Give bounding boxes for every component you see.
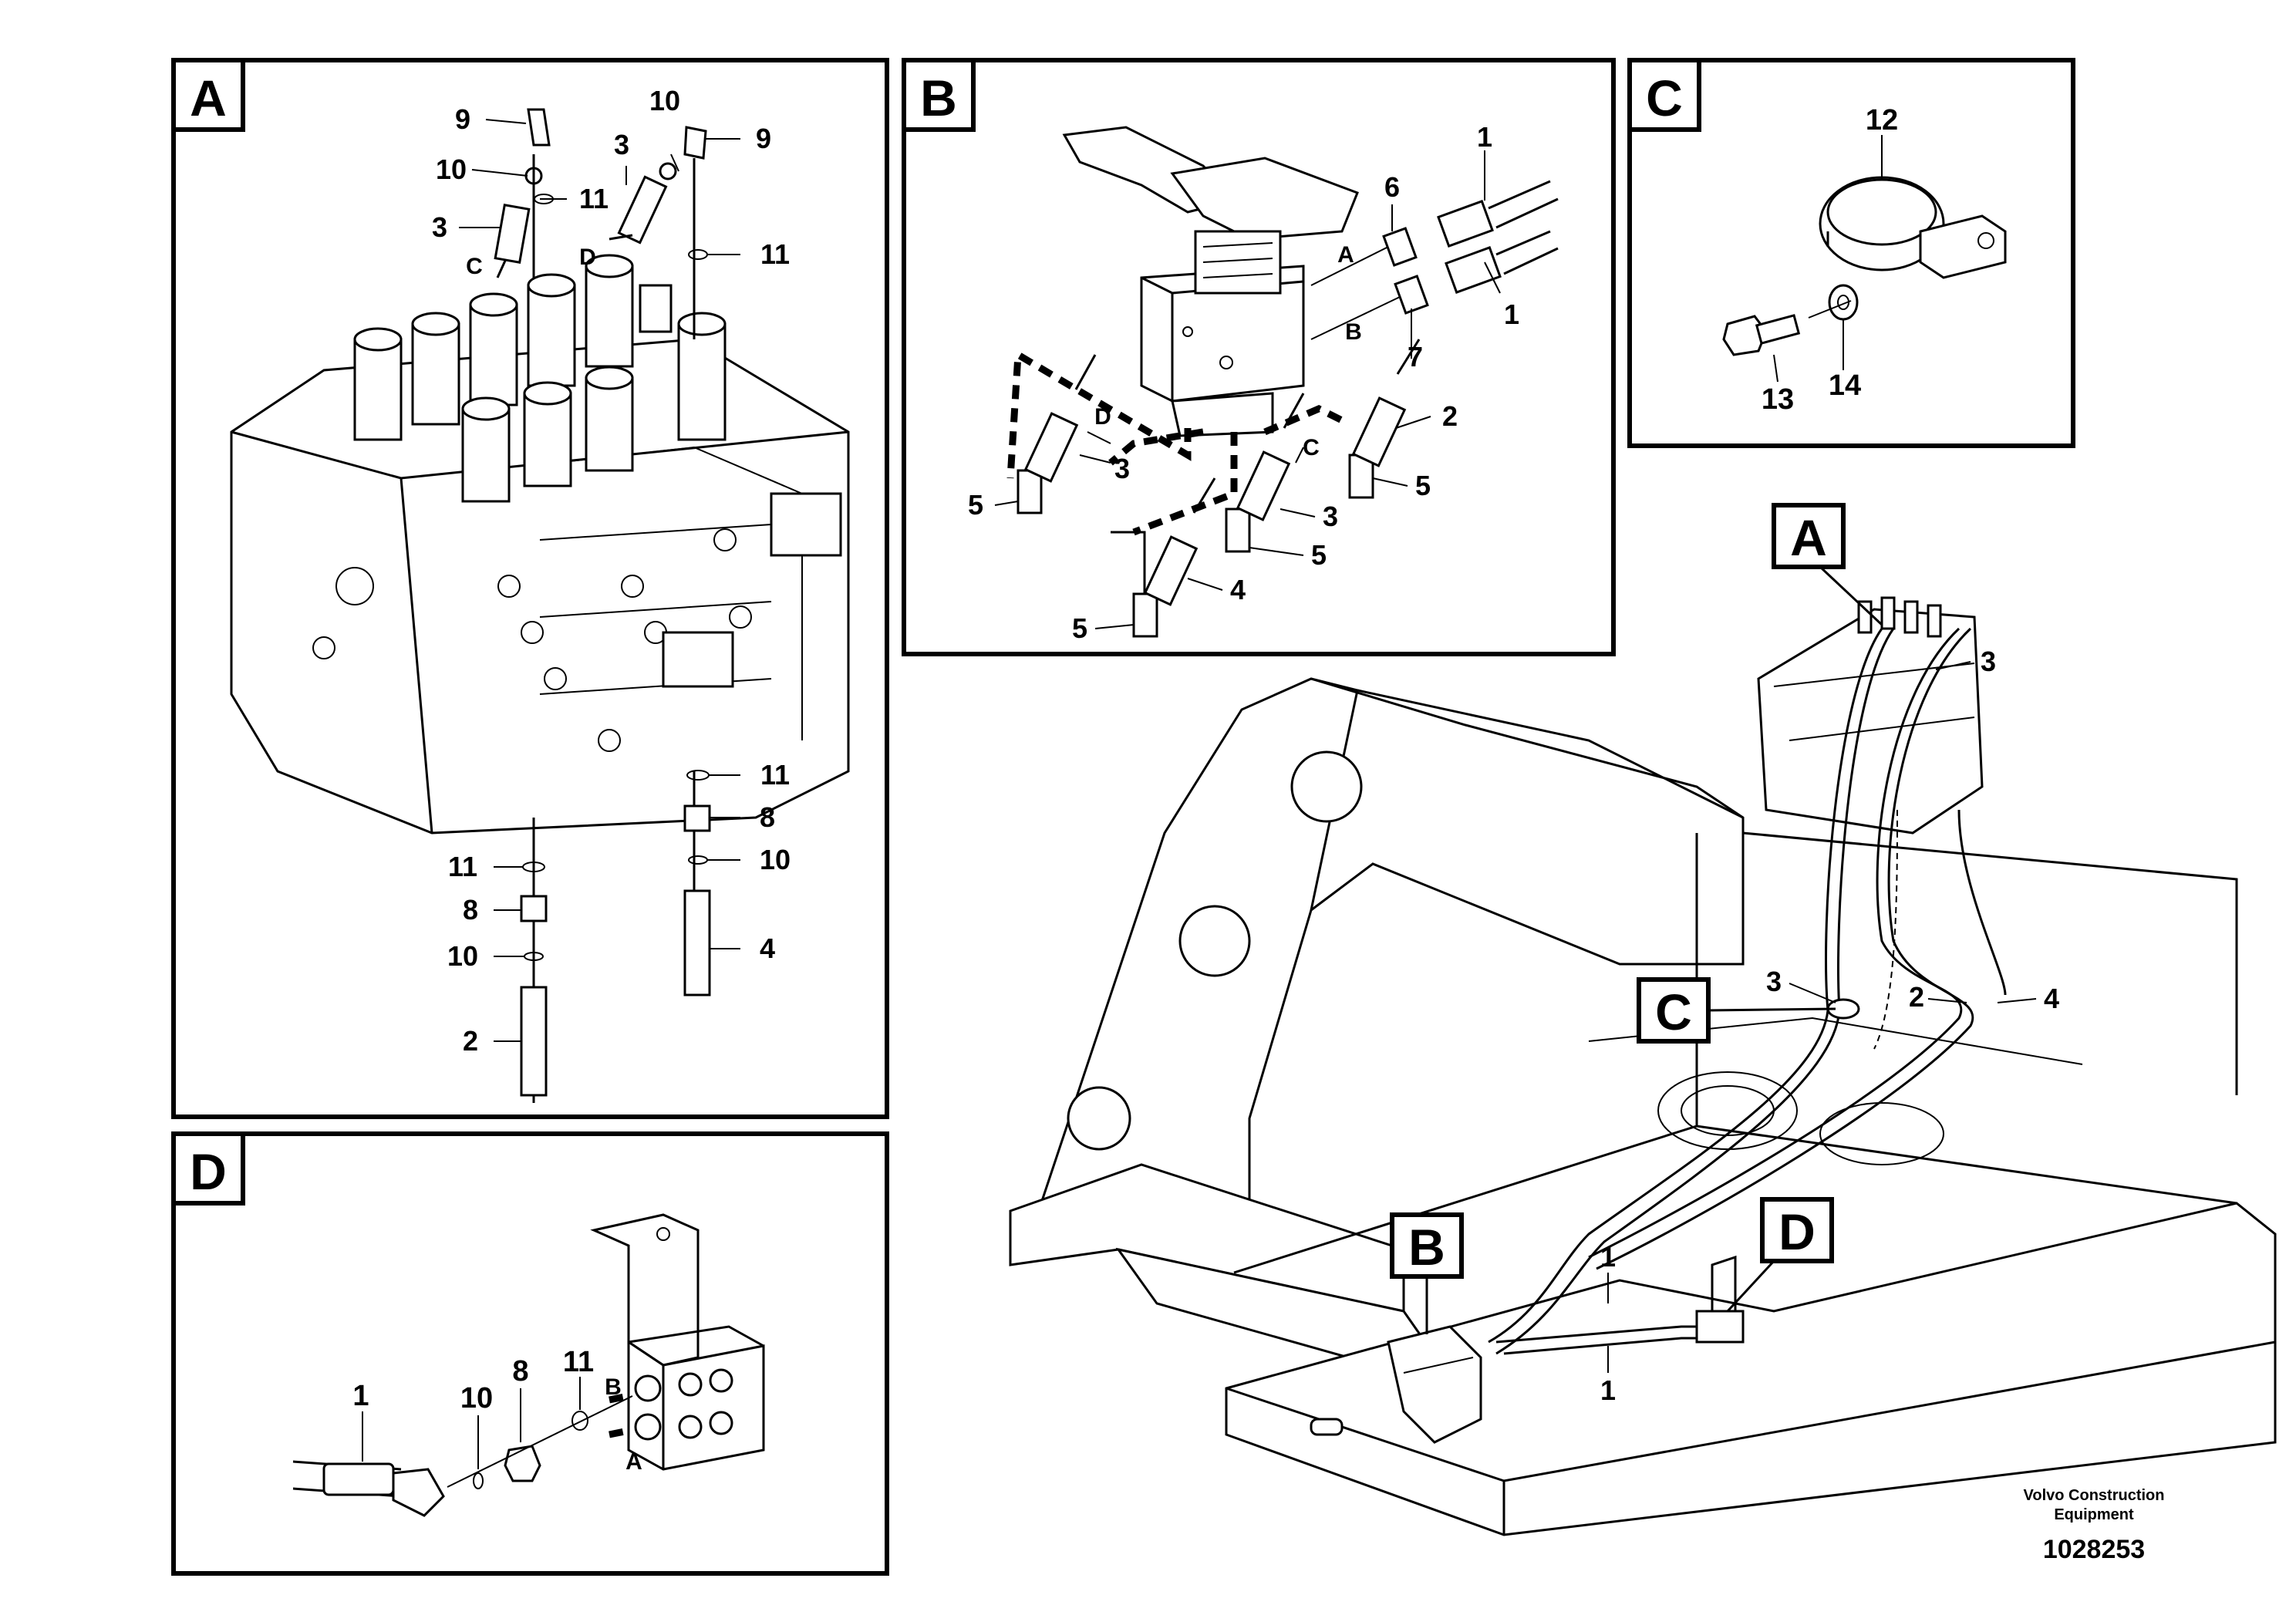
- svg-text:A: A: [1790, 509, 1827, 566]
- lower-fittings: [520, 770, 711, 1103]
- callout-a-d: D: [579, 244, 596, 270]
- svg-text:B: B: [1408, 1219, 1445, 1276]
- overview-tag-d: D: [1726, 1197, 1834, 1313]
- overview-tag-a: A: [1772, 503, 1883, 626]
- callout-b-7: 7: [1408, 341, 1423, 373]
- drawing-number: 1028253: [2043, 1535, 2145, 1564]
- svg-text:D: D: [1778, 1203, 1816, 1260]
- panel-c: C 12 13 14: [1627, 58, 2075, 448]
- callout-d-b: B: [605, 1374, 622, 1400]
- washer-icon: [1828, 284, 1859, 321]
- panel-d-letter: D: [190, 1143, 227, 1200]
- callout-b-5b: 5: [968, 489, 983, 521]
- callout-b-1b: 1: [1504, 298, 1519, 330]
- callout-b-5c: 5: [1311, 539, 1327, 571]
- callout-d-10: 10: [460, 1382, 493, 1415]
- callout-b-1: 1: [1477, 121, 1492, 153]
- panel-d: D: [171, 1131, 889, 1576]
- upper-fittings: [494, 108, 708, 339]
- callout-a-9b: 9: [756, 123, 771, 154]
- hose-clamp-icon: [1819, 176, 2007, 279]
- callout-b-c: C: [1303, 435, 1320, 460]
- callout-a-11: 11: [579, 183, 609, 214]
- panel-d-hose: [292, 1392, 633, 1517]
- control-valve-icon: [1757, 596, 1984, 835]
- callout-a-3: 3: [432, 211, 447, 243]
- callout-b-6: 6: [1384, 171, 1400, 203]
- brand-line-2: Equipment: [2054, 1506, 2134, 1523]
- callout-a-3b: 3: [614, 129, 629, 160]
- excavator-frame-icon: [1009, 596, 2277, 1536]
- callout-a-8b: 8: [463, 894, 478, 926]
- callout-d-8: 8: [512, 1355, 528, 1388]
- callout-b-d: D: [1094, 404, 1111, 430]
- overview-callout-3b: 3: [1766, 966, 1782, 997]
- connector-block-icon: [590, 1213, 765, 1471]
- callout-a-8: 8: [760, 801, 775, 833]
- control-valve-icon: [230, 254, 850, 835]
- callout-a-11c: 11: [760, 759, 790, 791]
- panel-a: A: [171, 58, 889, 1119]
- overview-callout-4: 4: [2044, 983, 2059, 1014]
- overview-tag-c: C: [1637, 977, 1836, 1044]
- overview-callout-1b: 1: [1600, 1374, 1616, 1406]
- panel-c-letter: C: [1646, 69, 1683, 126]
- bolt-icon: [1722, 314, 1801, 356]
- callout-a-2: 2: [463, 1025, 478, 1057]
- callout-b-5: 5: [1415, 470, 1431, 501]
- callout-a-4: 4: [760, 932, 775, 964]
- pedal-icon: [1062, 126, 1359, 437]
- callout-d-a: A: [625, 1449, 642, 1475]
- callout-b-a: A: [1337, 242, 1354, 268]
- callout-a-c: C: [466, 254, 483, 279]
- callout-d-11: 11: [563, 1346, 594, 1378]
- svg-text:C: C: [1655, 983, 1692, 1040]
- callout-b-3b: 3: [1323, 501, 1338, 532]
- panel-b-fittings: [1017, 180, 1559, 638]
- callout-b-3: 3: [1114, 453, 1130, 484]
- callout-c-13: 13: [1762, 383, 1794, 416]
- overview-callout-1: 1: [1600, 1241, 1616, 1273]
- callout-c-12: 12: [1866, 104, 1898, 137]
- panel-a-letter: A: [190, 69, 227, 126]
- callout-b-4: 4: [1230, 574, 1246, 605]
- footer: Volvo Construction Equipment 1028253: [2024, 1487, 2165, 1564]
- overview-tag-b: B: [1390, 1212, 1464, 1334]
- panel-b: B: [902, 58, 1616, 656]
- callout-a-10: 10: [436, 153, 467, 185]
- callout-a-10c: 10: [760, 844, 791, 875]
- callout-a-10b: 10: [649, 85, 680, 116]
- brand-line-1: Volvo Construction: [2024, 1487, 2165, 1504]
- callout-b-b: B: [1345, 319, 1362, 345]
- callout-a-10d: 10: [447, 940, 478, 972]
- callout-a-11d: 11: [448, 851, 477, 882]
- callout-a-9: 9: [455, 103, 470, 135]
- overview-callout-2: 2: [1909, 981, 1924, 1013]
- panel-b-letter: B: [920, 69, 957, 126]
- callout-b-2: 2: [1442, 400, 1458, 432]
- callout-b-5d: 5: [1072, 612, 1087, 644]
- overview-callout-3: 3: [1981, 646, 1996, 677]
- callout-c-14: 14: [1829, 369, 1861, 402]
- callout-d-1: 1: [352, 1380, 369, 1412]
- callout-a-11b: 11: [760, 238, 790, 270]
